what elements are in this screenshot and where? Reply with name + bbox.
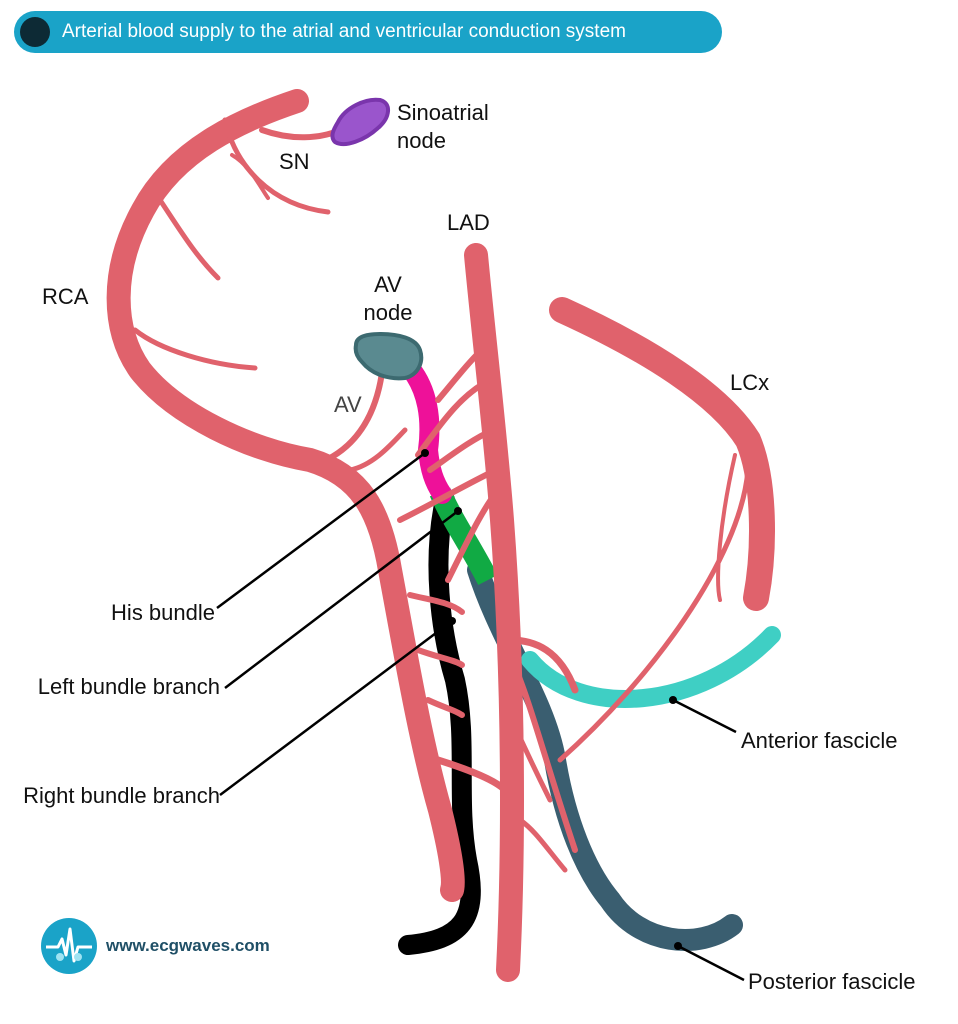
lad-branch [506,636,579,694]
rca-artery [106,89,465,902]
anterior-fascicle-leader [672,698,737,734]
sn-label: SN [279,149,310,174]
rca-branch [407,592,465,615]
posterior-fascicle-label: Posterior fascicle [748,969,916,994]
left-bundle-branch-leader [224,510,459,689]
rca-branch [425,697,465,718]
lcx-branch [557,467,751,763]
his-bundle-dot [421,449,429,457]
title-banner: Arterial blood supply to the atrial and … [14,11,722,53]
lad-branch [427,427,496,473]
lad-branch [435,342,490,403]
rca-branch [415,647,465,668]
av-node-label-line2: node [364,300,413,325]
sinoatrial-node-label-line1: Sinoatrial [397,100,489,125]
website-link[interactable]: www.ecgwaves.com [106,936,270,955]
right-bundle-branch-label: Right bundle branch [23,783,220,808]
lad-branch [397,467,499,523]
right-bundle-branch-dot [448,617,456,625]
ecgwaves-logo-icon [41,918,97,974]
lad-branch [415,377,493,458]
posterior-fascicle-leader [677,944,745,982]
av-label: AV [334,392,362,417]
leader-dots [421,449,682,950]
rca-branch [132,327,258,371]
anterior-fascicle-label: Anterior fascicle [741,728,898,753]
posterior-fascicle-dot [674,942,682,950]
lad-branch [445,487,501,583]
lcx-label: LCx [730,370,769,395]
anterior-fascicle-dot [669,696,677,704]
sinoatrial-node-label-line2: node [397,128,446,153]
lcx-branch [716,453,737,602]
lad-branch [509,657,578,853]
right-bundle-branch [398,490,481,955]
av-node [353,331,424,381]
banner-bullet-icon [20,17,50,47]
left-bundle-branch-dot [454,507,462,515]
left-bundle-branch-label: Left bundle branch [38,674,220,699]
leader-lines [216,451,745,982]
his-bundle-label: His bundle [111,600,215,625]
his-bundle-leader [216,451,426,610]
rca-branch [347,427,408,473]
rca-branch [230,153,270,200]
lcx-artery [549,297,775,611]
anterior-fascicle [521,626,781,708]
lad-branch [509,717,553,803]
right-bundle-branch-leader [219,620,453,796]
sinoatrial-node [330,97,390,147]
rca-label: RCA [42,284,89,309]
av-node-label-line1: AV [374,272,402,297]
artery-group [106,89,775,982]
lad-branch [517,817,568,873]
diagram-title: Arterial blood supply to the atrial and … [62,21,626,42]
his-bundle [400,358,452,504]
lad-label: LAD [447,210,490,235]
av-nodal-artery [319,362,386,465]
rca-branch [157,197,221,281]
